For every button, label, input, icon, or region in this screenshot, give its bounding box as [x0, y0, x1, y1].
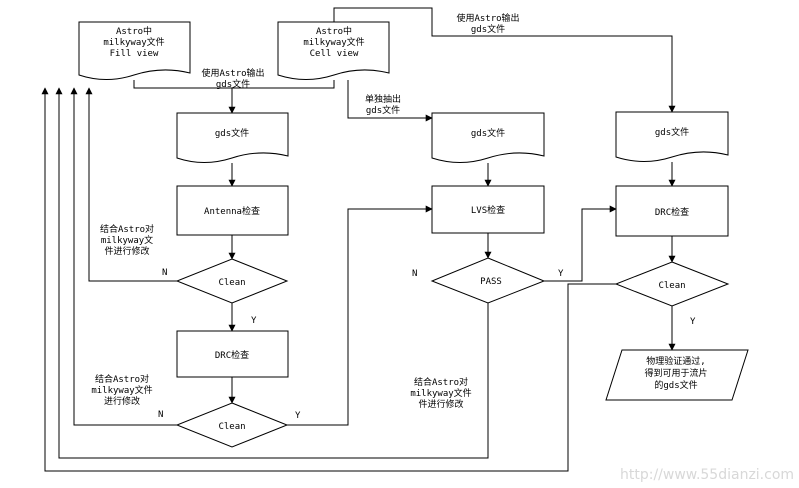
gds-3-text: gds文件: [655, 126, 689, 138]
gds-2-text: gds文件: [471, 127, 505, 139]
clean-decision-3: [614, 261, 730, 307]
fill-view-document: [78, 21, 191, 80]
edge-pass-y-to-drc2: [544, 205, 617, 282]
label-export-gds-2-line1: 使用Astro输出: [456, 12, 519, 24]
clean-2-text: Clean: [218, 422, 245, 432]
edge-pass-n-loop: [55, 87, 489, 459]
clean-decision-2: [175, 402, 289, 448]
label-fix-3-line1: 结合Astro对: [414, 376, 468, 388]
drc-check-box-2: [615, 185, 729, 237]
edge-clean3-n-loop: [41, 87, 616, 472]
clean-1-text: Clean: [218, 278, 245, 288]
cell-view-document: [277, 21, 390, 80]
clean-decision-1: [175, 258, 289, 304]
cell-view-text-3: Cell view: [310, 49, 359, 59]
edge-clean1-n-loop: [85, 87, 177, 282]
final-output-text-2: 得到可用于流片: [644, 367, 707, 379]
label-y-1: Y: [251, 316, 257, 326]
label-fix-3-line2: milkyway文件: [410, 387, 471, 399]
edge-cellview-to-gds2: [347, 80, 433, 122]
drc-check-2-text: DRC检查: [655, 206, 689, 218]
drc-check-1-text: DRC检查: [215, 349, 249, 361]
gds-document-2: [431, 112, 545, 163]
label-export-gds-2-line2: gds文件: [471, 23, 505, 35]
label-fix-3-line3: 件进行修改: [418, 398, 463, 410]
label-n-1: N: [162, 268, 167, 278]
final-output-parallelogram: [605, 349, 749, 401]
lvs-check-box: [431, 185, 545, 234]
fill-view-text-2: milkyway文件: [103, 36, 164, 48]
edge-views-merge: [133, 80, 335, 89]
label-fix-2-line3: 进行修改: [104, 395, 140, 407]
label-extract-gds-line1: 单独抽出: [365, 93, 401, 105]
fill-view-text-3: Fill view: [110, 49, 159, 59]
label-n-3: N: [412, 269, 417, 279]
edge-clean2-y-to-lvs: [287, 205, 433, 426]
label-fix-2-line2: milkyway文件: [91, 384, 152, 396]
label-fix-1-line3: 件进行修改: [104, 245, 149, 257]
label-fix-1-line2: milkyway文: [101, 234, 153, 246]
final-output-text-1: 物理验证通过,: [646, 355, 705, 367]
pass-decision: [430, 257, 546, 304]
label-fix-1-line1: 结合Astro对: [100, 223, 154, 235]
fill-view-text-1: Astro中: [116, 25, 152, 37]
label-export-gds-1-line1: 使用Astro输出: [201, 67, 264, 79]
pass-text: PASS: [480, 277, 502, 287]
antenna-check-box: [176, 185, 289, 236]
label-y-2: Y: [295, 411, 301, 421]
clean-3-text: Clean: [658, 281, 685, 291]
label-y-3: Y: [558, 269, 564, 279]
drc-check-box-1: [176, 330, 289, 378]
gds-document-1: [176, 112, 289, 163]
cell-view-text-2: milkyway文件: [303, 36, 364, 48]
label-y-4: Y: [690, 317, 696, 327]
cell-view-text-1: Astro中: [316, 25, 352, 37]
edge-cellview-to-gds3: [333, 7, 676, 113]
lvs-check-text: LVS检查: [471, 204, 505, 216]
connectors: [41, 7, 676, 472]
watermark-text: http://www.55dianzi.com: [620, 467, 794, 483]
label-export-gds-1-line2: gds文件: [216, 78, 250, 90]
final-output-text-3: 的gds文件: [654, 379, 697, 391]
gds-1-text: gds文件: [215, 127, 249, 139]
label-n-2: N: [158, 410, 163, 420]
label-extract-gds-line2: gds文件: [366, 104, 400, 116]
edge-clean2-n-loop: [70, 87, 177, 426]
antenna-check-text: Antenna检查: [204, 205, 260, 217]
gds-document-3: [615, 111, 729, 162]
label-fix-2-line1: 结合Astro对: [95, 373, 149, 385]
